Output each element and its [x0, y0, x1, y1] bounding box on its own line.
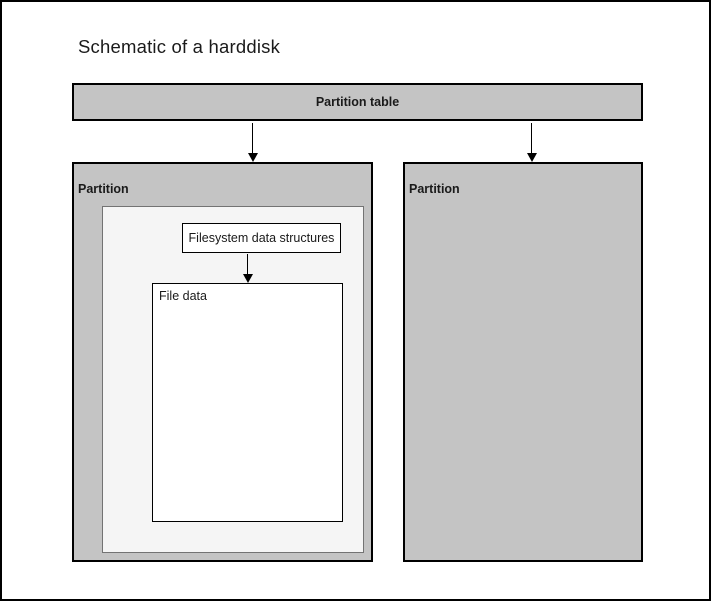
arrow-head-icon: [247, 153, 258, 162]
file-data-label: File data: [159, 289, 207, 303]
arrow-down-icon-fs-to-file-data: [242, 254, 253, 283]
filesystem-data-structures-label: Filesystem data structures: [188, 231, 335, 245]
filesystem-inner-area: Filesystem data structures File data: [102, 206, 364, 553]
arrow-head-icon: [526, 153, 537, 162]
arrow-down-icon-table-to-right-partition: [526, 123, 537, 162]
right-partition-label: Partition: [409, 182, 460, 196]
arrow-line: [246, 254, 249, 274]
arrow-head-icon: [242, 274, 253, 283]
diagram-title: Schematic of a harddisk: [78, 36, 281, 57]
arrow-line: [251, 123, 254, 153]
right-partition-box: Partition: [403, 162, 643, 562]
arrow-line: [530, 123, 533, 153]
partition-table-label: Partition table: [315, 95, 400, 109]
left-partition-label: Partition: [78, 182, 129, 196]
partition-table-box: Partition table: [72, 83, 643, 121]
filesystem-data-structures-box: Filesystem data structures: [182, 223, 341, 253]
arrow-down-icon-table-to-left-partition: [247, 123, 258, 162]
file-data-box: File data: [152, 283, 343, 522]
left-partition-box: Partition Filesystem data structures Fil…: [72, 162, 373, 562]
